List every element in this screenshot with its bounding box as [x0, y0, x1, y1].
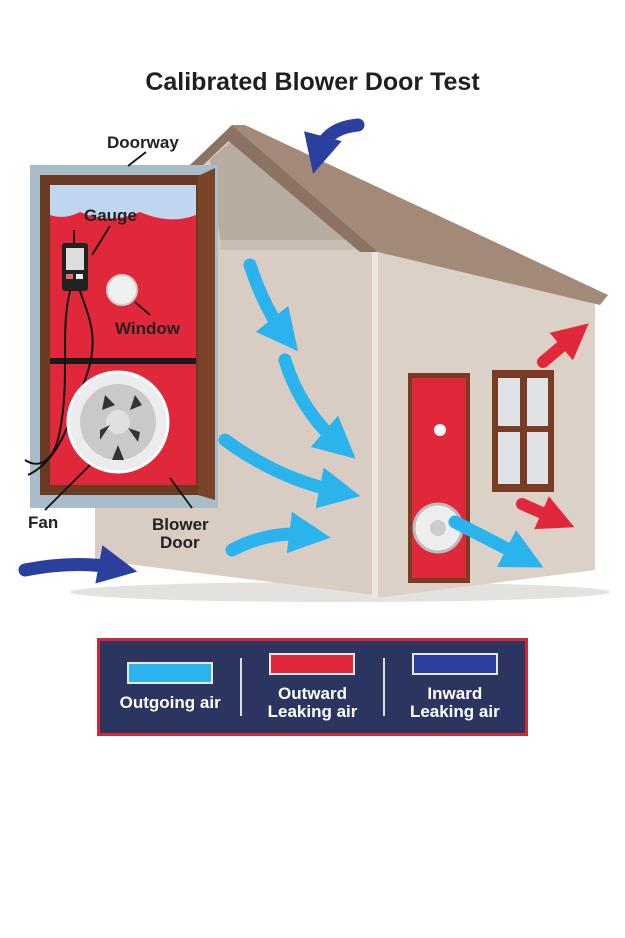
legend-item-inward: Inward Leaking air [385, 653, 525, 721]
outgoing-air-arrow [448, 515, 544, 568]
outgoing-air-arrow [225, 511, 331, 557]
outgoing-air-arrow [218, 433, 361, 509]
legend-swatch-outgoing [127, 662, 214, 684]
ground-shadow [70, 582, 610, 602]
label-gauge: Gauge [84, 206, 137, 225]
inward-leak-arrow [304, 118, 365, 174]
label-blower-door-line1: Blower [152, 515, 209, 534]
sky-area [50, 185, 196, 220]
gauge-button [76, 274, 83, 279]
roof-left-edge [190, 125, 238, 168]
legend-label: Outward [278, 684, 347, 703]
legend-swatch-outward [269, 653, 356, 675]
outward-leak-arrows [516, 323, 589, 530]
label-window: Window [115, 319, 181, 338]
gauge-button [66, 274, 73, 279]
legend-item-outward: Outward Leaking air [242, 653, 382, 721]
outward-leak-arrow [537, 323, 589, 368]
legend-label: Leaking air [409, 702, 500, 721]
roof-edge [225, 125, 378, 252]
legend-label: Outgoing air [119, 693, 221, 712]
outgoing-air-arrow [243, 258, 298, 352]
legend-label: Inward [427, 684, 483, 703]
fan-vanes [100, 395, 142, 460]
label-fan: Fan [28, 513, 58, 532]
window-pane [527, 432, 548, 484]
window-pane [498, 378, 520, 426]
door-window-icon [106, 274, 138, 306]
leader-lines [44, 151, 193, 511]
legend-item-outgoing: Outgoing air [100, 662, 240, 712]
legend-swatch-inward [411, 653, 498, 675]
door-crossbar [50, 358, 196, 364]
door-panel-edge [198, 168, 215, 500]
legend: Outgoing air Outward Leaking air Inward … [97, 638, 528, 736]
side-door-window [434, 424, 446, 436]
inward-leak-arrow [18, 545, 138, 584]
label-blower-door-line2: Door [160, 533, 200, 552]
legend-divider [240, 658, 243, 716]
wall-corner [372, 250, 378, 598]
gauge-screen [66, 248, 84, 270]
legend-label: Leaking air [267, 702, 358, 721]
outgoing-air-arrow [278, 353, 356, 459]
window-pane [527, 378, 548, 426]
fan-hub [106, 410, 130, 434]
window-pane [498, 432, 520, 484]
legend-divider [382, 658, 385, 716]
inward-leak-arrows [18, 118, 365, 584]
fan-hub [430, 520, 446, 536]
outgoing-air-arrows [218, 258, 544, 568]
gauge-tubes [24, 230, 94, 476]
label-doorway: Doorway [107, 133, 179, 152]
outward-leak-arrow [516, 496, 575, 530]
gable-beam [220, 240, 370, 250]
diagram-title: Calibrated Blower Door Test [145, 68, 480, 96]
